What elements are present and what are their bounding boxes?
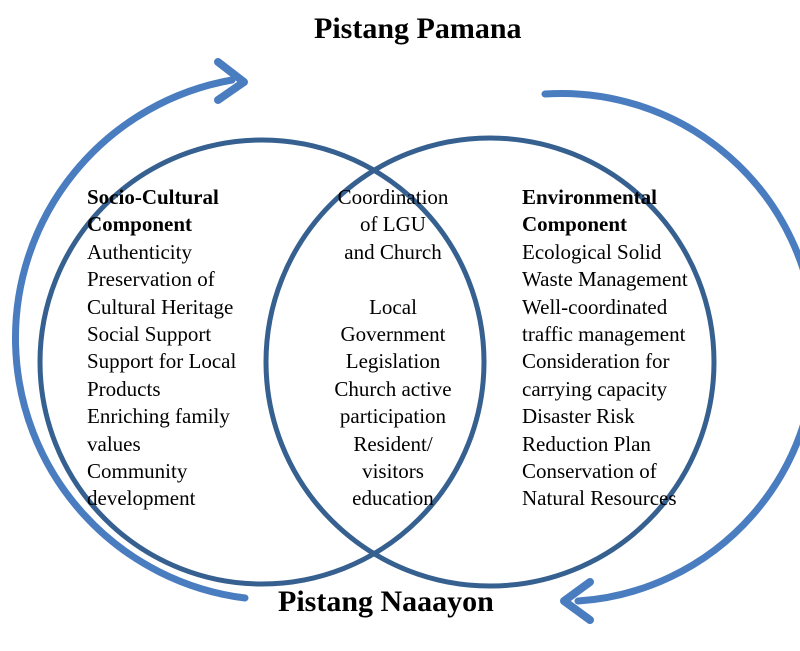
center-item: Church active (334, 376, 452, 401)
arrowhead-left-icon (560, 578, 594, 624)
left-item: Enriching family (87, 404, 230, 429)
center-heading-line: Coordination (337, 185, 449, 209)
left-circle (37, 137, 487, 587)
right-item: Waste Management (522, 267, 688, 292)
left-item: Cultural Heritage (87, 294, 234, 319)
left-heading-line: Component (87, 212, 193, 237)
center-item: visitors (362, 459, 424, 484)
title-bottom: Pistang Naaayon (278, 585, 494, 618)
right-item: traffic management (522, 322, 686, 347)
left-item: Preservation of (87, 267, 215, 292)
right-item: Natural Resources (522, 486, 677, 511)
center-item: participation (339, 404, 447, 429)
right-item: Conservation of (522, 459, 657, 484)
left-cycle-arrow (12, 76, 249, 602)
center-item: education (352, 486, 434, 511)
left-heading-line: Socio-Cultural (87, 185, 219, 209)
left-item: development (87, 486, 196, 511)
center-heading-line: of LGU (360, 212, 426, 237)
right-item: Reduction Plan (522, 431, 651, 456)
right-item: Consideration for (522, 349, 670, 374)
center-item: Local (369, 294, 417, 319)
center-item: Legislation (345, 349, 441, 374)
right-circle (263, 135, 717, 589)
right-item: carrying capacity (522, 376, 668, 401)
left-item: Community (87, 459, 188, 484)
arrowhead-right-icon (214, 58, 248, 104)
right-item: Well-coordinated (522, 294, 668, 319)
right-item: Ecological Solid (522, 239, 662, 264)
right-heading-line: Component (522, 212, 628, 237)
right-item: Disaster Risk (522, 404, 635, 429)
left-item: Authenticity (87, 239, 192, 264)
title-top: Pistang Pamana (314, 12, 522, 45)
right-cycle-arrow (541, 89, 800, 605)
left-item: Products (87, 376, 161, 401)
right-heading-line: Environmental (522, 185, 657, 209)
center-item: Resident/ (353, 431, 433, 456)
spacer (300, 266, 486, 293)
center-item: Government (340, 322, 446, 347)
left-item: Support for Local (87, 349, 237, 374)
left-item: values (87, 431, 141, 456)
left-item: Social Support (87, 322, 212, 347)
center-heading-line: and Church (344, 239, 442, 264)
